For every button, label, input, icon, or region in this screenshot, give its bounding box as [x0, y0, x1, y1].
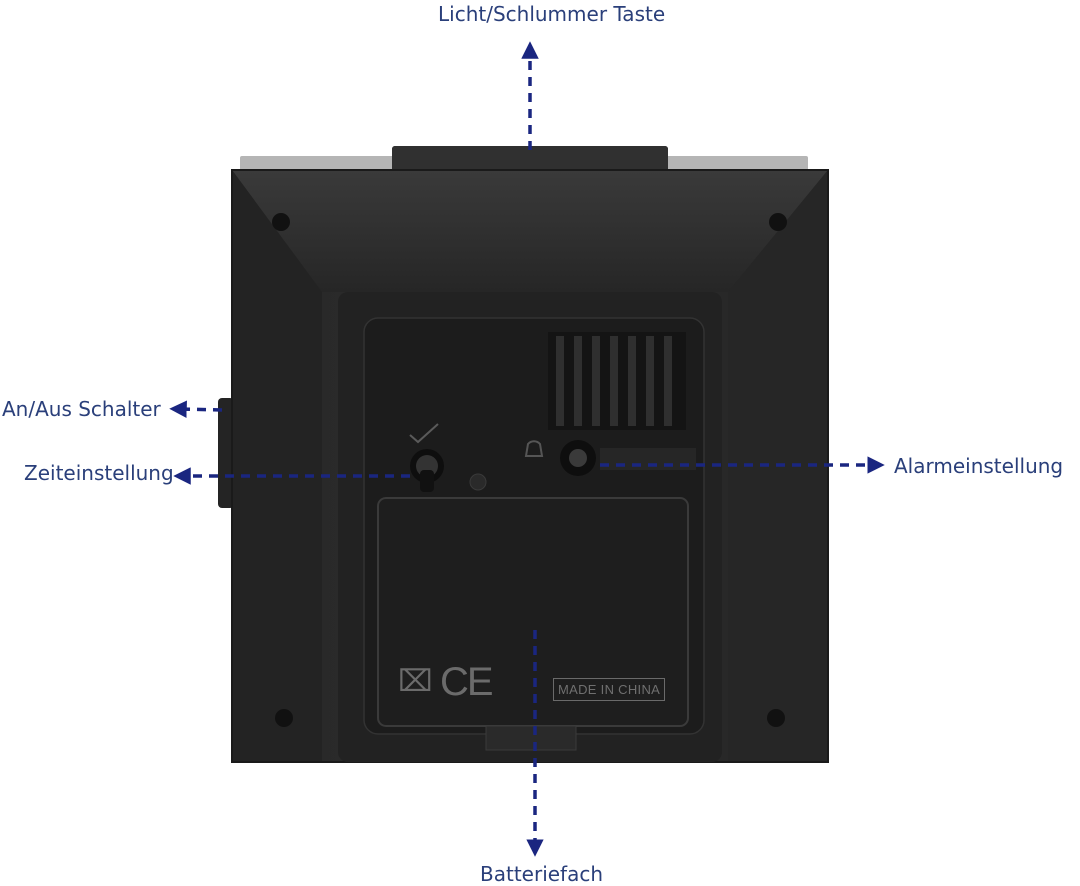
alarm-setting-knob	[524, 440, 596, 476]
screw	[769, 213, 787, 231]
on-off-switch	[218, 398, 234, 508]
screw	[767, 709, 785, 727]
label-time-setting: Zeiteinstellung	[24, 461, 174, 485]
label-light-snooze: Licht/Schlummer Taste	[438, 2, 666, 26]
label-alarm-setting: Alarmeinstellung	[894, 454, 1064, 478]
screw	[275, 709, 293, 727]
screw	[272, 213, 290, 231]
arrow-on-off	[169, 400, 223, 418]
battery-compartment	[377, 497, 689, 751]
made-in-label: MADE IN CHINA	[553, 678, 666, 701]
time-setting-knob	[409, 423, 487, 492]
label-on-off: An/Aus Schalter	[2, 397, 161, 421]
weee-symbol: ⌧	[398, 665, 433, 698]
speaker-grille	[548, 332, 686, 430]
label-battery: Batteriefach	[480, 862, 604, 886]
arrows	[169, 41, 885, 857]
ce-mark: CE	[440, 660, 494, 704]
